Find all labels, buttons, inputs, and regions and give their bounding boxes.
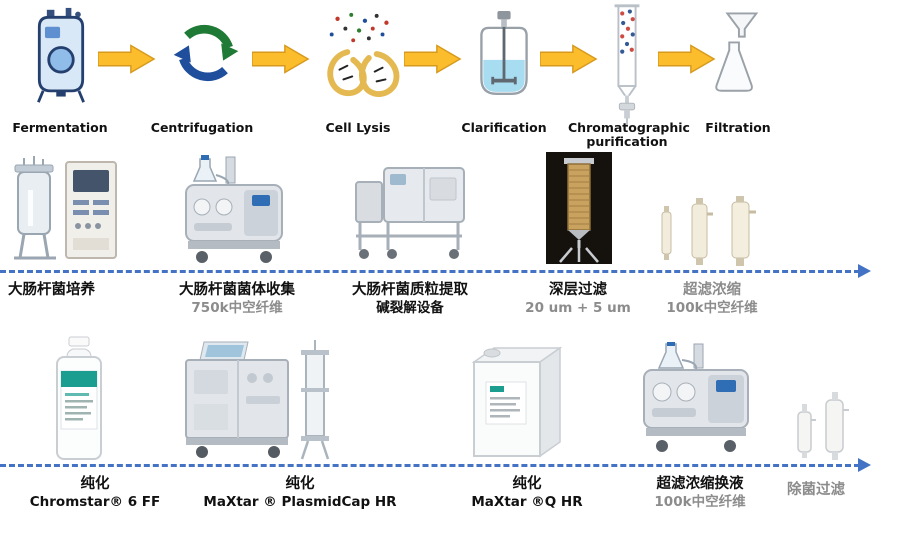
hollow-fiber-tff-system-photo [636,342,761,458]
caption-subtitle: Chromstar® 6 FF [29,494,161,511]
stage2-caption-maxtar-q: 纯化 MaXtar ®Q HR [471,475,582,512]
fermenter-icon [28,6,94,106]
step-label-filtration: Filtration [705,120,771,135]
cell-lysis-icon [318,8,406,100]
stage2-caption-uf-diafiltration: 超滤浓缩换液 100k中空纤维 [654,475,745,512]
dashed-flow-arrowhead-icon [858,264,871,278]
flow-arrow-icon [540,44,598,74]
stirred-tank-icon [472,8,536,108]
fermenter-system-photo [10,150,120,266]
dashed-flow-line [0,464,860,467]
caption-title: 纯化 [285,476,315,492]
caption-title: 纯化 [80,476,110,492]
chromatography-system-photo [182,340,342,462]
flow-arrow-icon [98,44,156,74]
alkaline-lysis-equipment-photo [350,162,470,262]
depth-filter-column-photo [546,152,612,270]
caption-subtitle: 750k中空纤维 [191,300,283,317]
stage1-caption-depth-filtration: 深层过滤 20 um + 5 um [525,281,631,318]
dashed-flow-arrowhead-icon [858,458,871,472]
flow-arrow-icon [404,44,462,74]
flow-arrow-icon [252,44,310,74]
step-label-cell-lysis: Cell Lysis [325,120,391,135]
step-label-centrifugation: Centrifugation [150,120,254,135]
stage1-caption-uf-concentration: 超滤浓缩 100k中空纤维 [666,281,757,318]
chromstar-media-bottle-photo [53,335,105,463]
flow-arrow-icon [658,44,716,74]
caption-title: 纯化 [512,476,542,492]
hollow-fiber-cartridges-photo [652,196,772,268]
chromatography-column-icon [606,0,648,130]
caption-subtitle: 100k中空纤维 [666,300,758,317]
caption-title: 深层过滤 [549,282,607,298]
stage1-caption-harvest: 大肠杆菌菌体收集 750k中空纤维 [179,281,295,318]
stage2-caption-sterile-filtration: 除菌过滤 [787,481,845,500]
sterile-filter-capsules-photo [786,392,856,464]
caption-title: 大肠杆菌培养 [8,282,95,298]
stage1-caption-lysis: 大肠杆菌质粒提取 碱裂解设备 [352,281,468,318]
stage1-caption-fermentation: 大肠杆菌培养 [8,281,95,300]
funnel-flask-icon [708,8,766,102]
caption-title: 大肠杆菌质粒提取 [352,282,468,298]
caption-title: 超滤浓缩换液 [656,476,744,492]
caption-subtitle: MaXtar ®Q HR [471,494,583,511]
stage2-caption-chromstar: 纯化 Chromstar® 6 FF [30,475,161,512]
step-label-fermentation: Fermentation [12,120,108,135]
centrifuge-icon [168,14,244,92]
stage2-caption-plasmidcap: 纯化 MaXtar ® PlasmidCap HR [203,475,396,512]
caption-subtitle: 20 um + 5 um [525,300,631,317]
caption-title: 除菌过滤 [787,482,845,498]
caption-title: 大肠杆菌菌体收集 [179,282,295,298]
hollow-fiber-tff-system-photo [180,155,295,267]
caption-subtitle: 100k中空纤维 [654,494,746,511]
caption-title: 超滤浓缩 [682,282,741,298]
caption-subtitle: 碱裂解设备 [376,300,444,317]
buffer-jerrycan-photo [462,342,567,462]
caption-subtitle: MaXtar ® PlasmidCap HR [203,494,397,511]
step-label-chromatographic-purification: Chromatographic purification [568,120,690,150]
step-label-clarification: Clarification [461,120,547,135]
dashed-flow-line [0,270,860,273]
